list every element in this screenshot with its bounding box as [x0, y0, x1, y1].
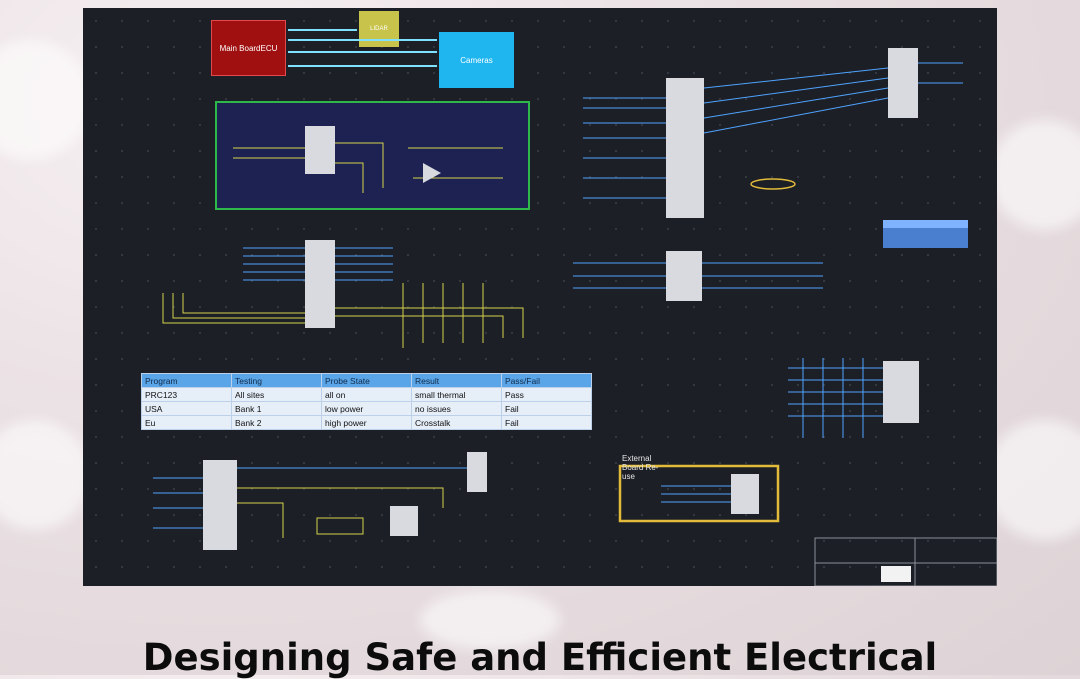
- bokeh-light: [990, 120, 1080, 230]
- table-row: PRC123 All sites all on small thermal Pa…: [141, 387, 592, 402]
- probe-results-table: Program Testing Probe State Result Pass/…: [141, 373, 592, 430]
- main-board-block: Main BoardECU: [211, 20, 286, 76]
- col-header-result: Result: [411, 373, 502, 388]
- table-cell: Bank 1: [231, 401, 322, 416]
- table-cell: All sites: [231, 387, 322, 402]
- col-header-pass-fail: Pass/Fail: [501, 373, 592, 388]
- external-board-label: External Board Re- use: [622, 454, 659, 481]
- table-cell: high power: [321, 415, 412, 430]
- bokeh-light: [0, 40, 90, 160]
- table-cell: Bank 2: [231, 415, 322, 430]
- table-cell: PRC123: [141, 387, 232, 402]
- bokeh-light: [420, 590, 560, 650]
- bokeh-light: [985, 420, 1080, 540]
- main-board-label: Main BoardECU: [219, 43, 278, 53]
- table-cell: Pass: [501, 387, 592, 402]
- cameras-label: Cameras: [460, 55, 493, 65]
- table-cell: Eu: [141, 415, 232, 430]
- col-header-program: Program: [141, 373, 232, 388]
- cameras-block: Cameras: [439, 32, 514, 88]
- schematic-image: Main BoardECU LIDAR Cameras: [83, 8, 997, 586]
- table-cell: Fail: [501, 415, 592, 430]
- table-row: Eu Bank 2 high power Crosstalk Fail: [141, 415, 592, 430]
- table-cell: all on: [321, 387, 412, 402]
- table-cell: low power: [321, 401, 412, 416]
- table-cell: Crosstalk: [411, 415, 502, 430]
- table-cell: no issues: [411, 401, 502, 416]
- table-cell: USA: [141, 401, 232, 416]
- col-header-testing: Testing: [231, 373, 322, 388]
- table-cell: Fail: [501, 401, 592, 416]
- page-headline: Designing Safe and Efficient Electrical: [142, 636, 938, 679]
- col-header-probe-state: Probe State: [321, 373, 412, 388]
- table-header-row: Program Testing Probe State Result Pass/…: [141, 373, 592, 388]
- lidar-label: LIDAR: [370, 26, 388, 32]
- table-row: USA Bank 1 low power no issues Fail: [141, 401, 592, 416]
- schematic-wiring: [153, 29, 997, 586]
- table-cell: small thermal: [411, 387, 502, 402]
- bokeh-light: [0, 420, 90, 530]
